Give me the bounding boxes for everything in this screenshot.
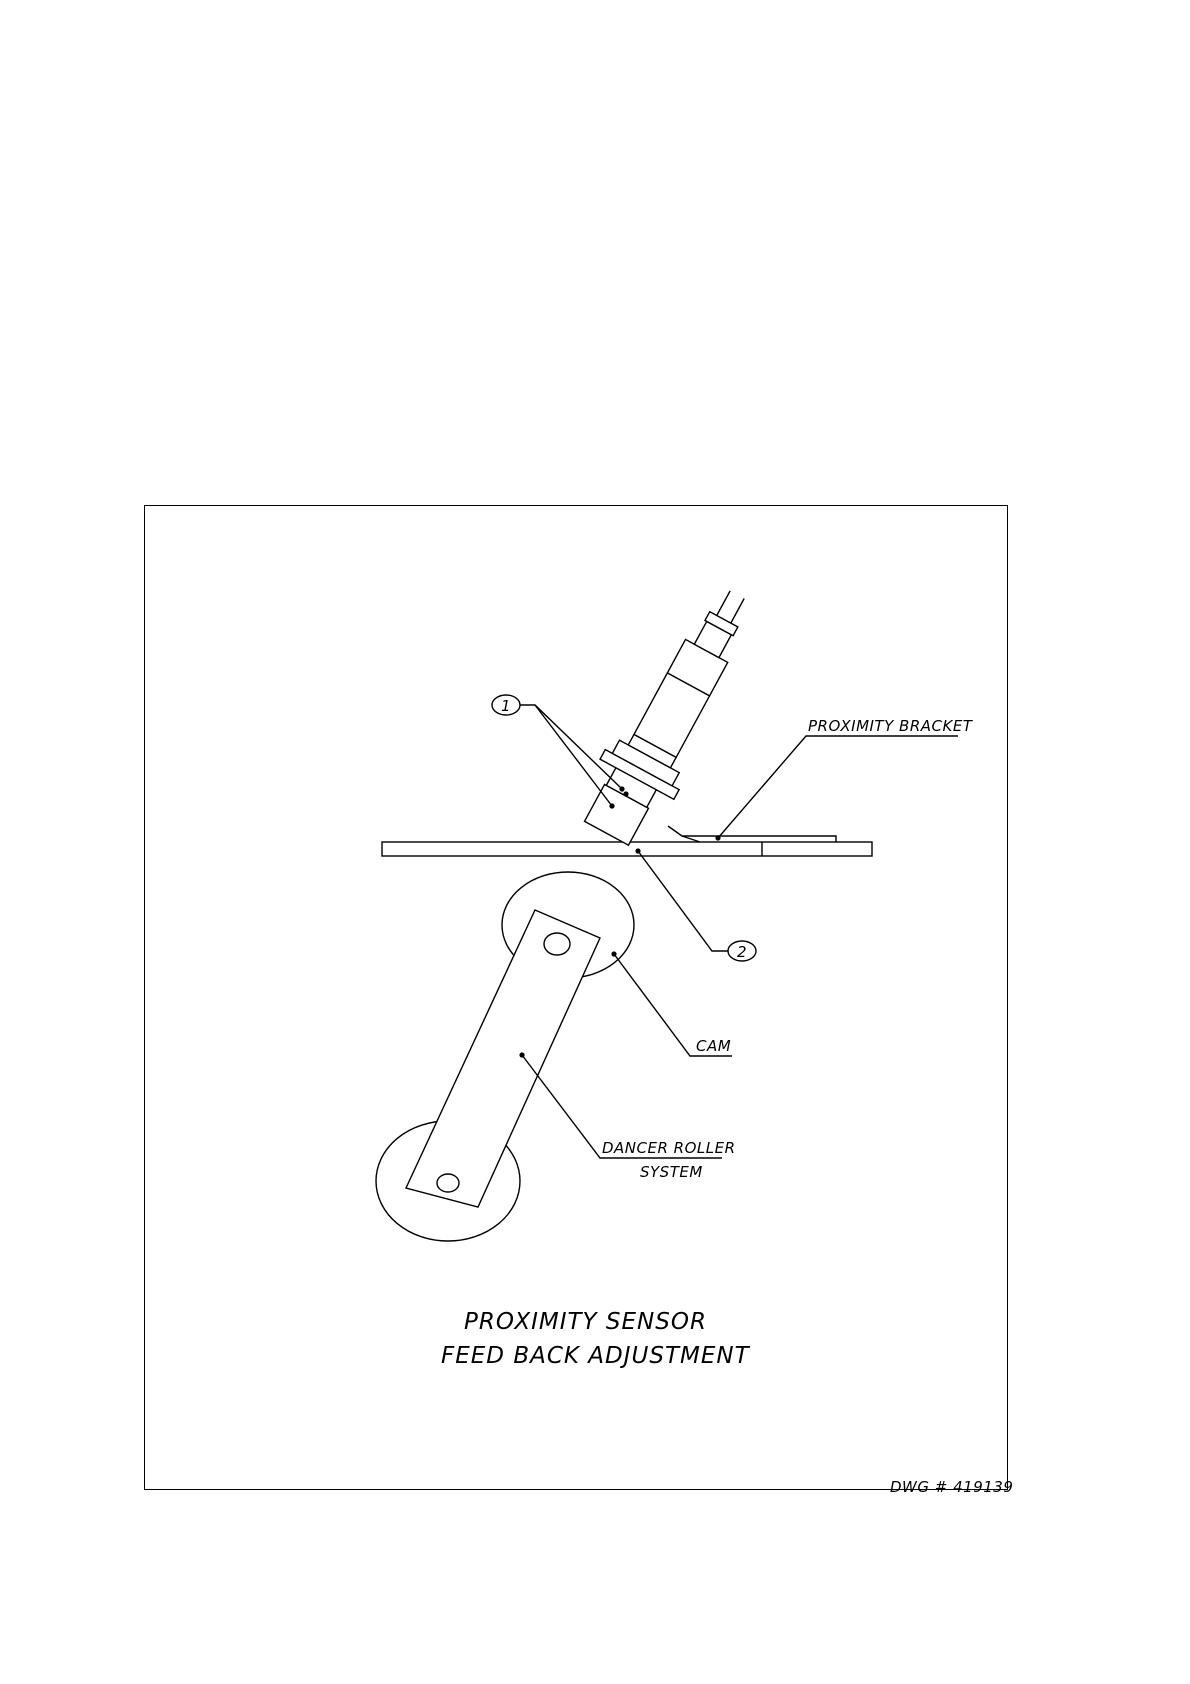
cam-label: CAM	[696, 1037, 731, 1055]
label-proximity-bracket: PROXIMITY BRACKET	[718, 717, 974, 838]
proximity-bracket	[668, 826, 836, 842]
callout-2-number: 2	[737, 943, 747, 961]
callout-2: 2	[638, 851, 756, 961]
label-dancer-roller: DANCER ROLLER SYSTEM	[522, 1055, 736, 1181]
callout-1-number: 1	[501, 697, 511, 715]
drawing-title-line1: PROXIMITY SENSOR	[464, 1309, 707, 1335]
proximity-sensor	[570, 575, 774, 854]
drawing-title-line2: FEED BACK ADJUSTMENT	[441, 1343, 751, 1369]
dancer-roller-label-line2: SYSTEM	[640, 1163, 703, 1181]
dancer-roller-label-line1: DANCER ROLLER	[602, 1139, 736, 1157]
drawing-number: DWG # 419139	[890, 1478, 1013, 1496]
proximity-bracket-label: PROXIMITY BRACKET	[808, 717, 974, 735]
dancer-arm	[406, 910, 600, 1207]
label-cam: CAM	[614, 954, 732, 1056]
